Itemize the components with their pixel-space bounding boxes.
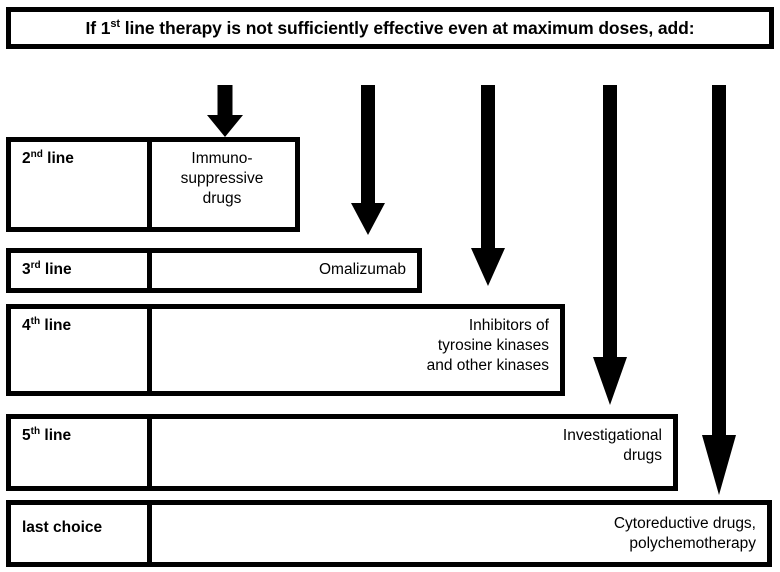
content-line: drugs — [202, 189, 242, 207]
row-label-number: 3 — [22, 261, 31, 278]
row-label-rest: line — [40, 261, 72, 278]
row-label-last-choice: last choice — [11, 505, 152, 562]
row-label-rest: line — [40, 427, 72, 444]
header-title-suffix: line therapy is not sufficiently effecti… — [120, 17, 695, 38]
content-line: Cytoreductive drugs, — [613, 515, 756, 532]
therapy-row-fourth-line: 4th line Inhibitors of tyrosine kinases … — [6, 304, 565, 396]
content-line: suppressive — [180, 169, 264, 187]
therapy-row-third-line: 3rd line Omalizumab — [6, 248, 422, 293]
therapy-row-last-choice: last choice Cytoreductive drugs, polyche… — [6, 500, 772, 567]
row-label-ordinal: th — [30, 315, 41, 327]
header-box: If 1st line therapy is not sufficiently … — [6, 7, 774, 49]
row-content-second-line: Immuno- suppressive drugs — [152, 142, 295, 227]
row-content-fifth-line: Investigational drugs — [152, 419, 673, 486]
header-title-ordinal: st — [110, 17, 120, 30]
arrow-to-fifth-line — [592, 85, 628, 405]
arrow-to-last-choice — [701, 85, 737, 495]
content-line: and other kinases — [426, 356, 549, 374]
row-label-number: 4 — [22, 317, 31, 334]
row-label-fourth-line: 4th line — [11, 309, 152, 391]
content-line: tyrosine kinases — [437, 336, 549, 354]
content-line: Investigational — [562, 427, 662, 444]
arrow-to-fourth-line — [470, 85, 506, 286]
header-title-prefix: If 1 — [85, 17, 111, 38]
therapy-row-second-line: 2nd line Immuno- suppressive drugs — [6, 137, 300, 232]
content-line: Immuno- — [191, 150, 253, 167]
row-label-rest: line — [42, 150, 74, 167]
content-line: drugs — [623, 446, 662, 464]
row-label-number: 5 — [22, 427, 31, 444]
header-title: If 1st line therapy is not sufficiently … — [86, 18, 695, 39]
row-label-rest: line — [40, 317, 72, 334]
row-label-fifth-line: 5th line — [11, 419, 152, 486]
row-label-ordinal: rd — [30, 259, 41, 271]
row-content-fourth-line: Inhibitors of tyrosine kinases and other… — [152, 309, 560, 391]
row-label-number: 2 — [22, 150, 31, 167]
content-line: Omalizumab — [319, 261, 406, 278]
arrow-to-third-line — [350, 85, 386, 235]
row-label-rest: last choice — [22, 519, 103, 536]
therapy-row-fifth-line: 5th line Investigational drugs — [6, 414, 678, 491]
row-label-ordinal: th — [30, 425, 41, 437]
row-label-third-line: 3rd line — [11, 253, 152, 288]
arrow-to-second-line — [205, 85, 245, 137]
row-label-second-line: 2nd line — [11, 142, 152, 227]
row-label-ordinal: nd — [30, 148, 43, 160]
row-content-last-choice: Cytoreductive drugs, polychemotherapy — [152, 505, 767, 562]
content-line: polychemotherapy — [629, 534, 756, 552]
content-line: Inhibitors of — [468, 317, 549, 334]
row-content-third-line: Omalizumab — [152, 253, 417, 288]
